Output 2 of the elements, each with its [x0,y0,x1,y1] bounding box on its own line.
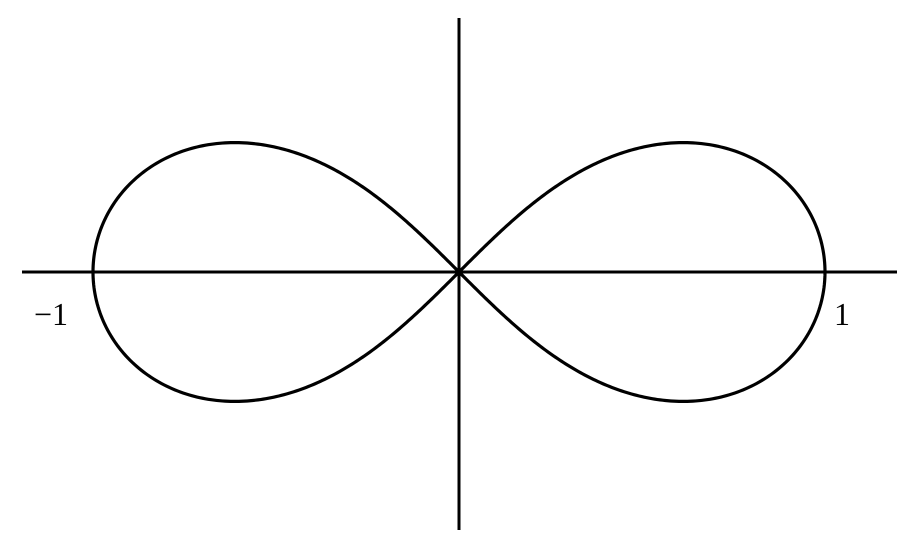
axis-tick-label: 1 [834,298,850,330]
axis-tick-label: −1 [34,298,68,330]
